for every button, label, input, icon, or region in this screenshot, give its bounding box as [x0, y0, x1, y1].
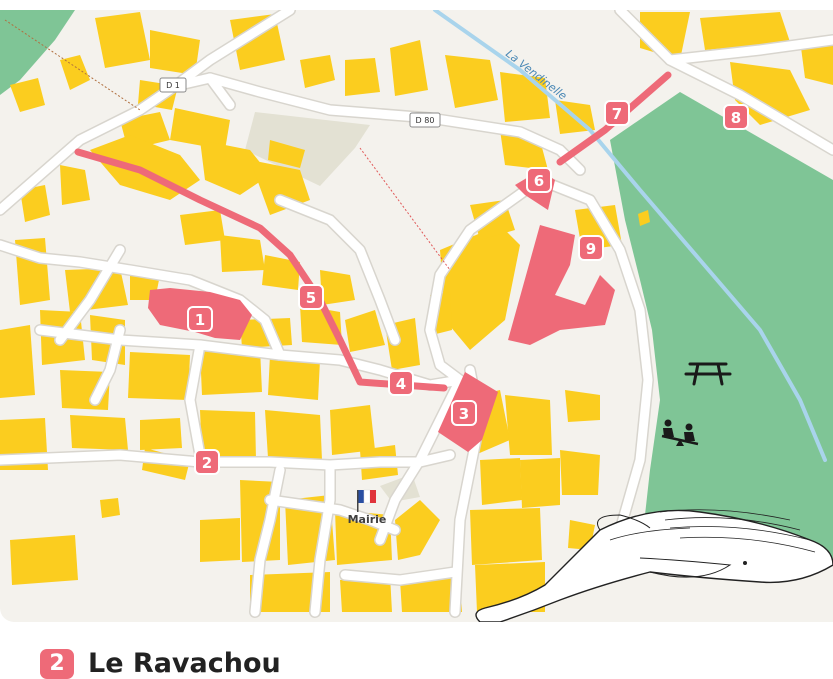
mairie-label: Mairie — [348, 513, 387, 526]
road-label-d1: D 1 — [159, 77, 187, 93]
park-east — [610, 92, 833, 560]
section-title: Le Ravachou — [88, 648, 281, 679]
svg-text:6: 6 — [534, 172, 544, 190]
svg-text:D 1: D 1 — [166, 81, 180, 90]
svg-text:2: 2 — [202, 454, 212, 472]
marker-1[interactable]: 1 — [187, 306, 213, 332]
road-network — [0, 10, 833, 618]
map-canvas[interactable]: D 1 D 80 La Vendinelle Mairie — [0, 10, 833, 622]
svg-text:1: 1 — [195, 311, 205, 329]
walking-route-west — [74, 148, 448, 392]
marker-4[interactable]: 4 — [388, 370, 414, 396]
svg-text:9: 9 — [586, 240, 596, 258]
svg-text:5: 5 — [306, 289, 316, 307]
marker-5[interactable]: 5 — [298, 284, 324, 310]
marker-6[interactable]: 6 — [526, 167, 552, 193]
map-frame[interactable]: D 1 D 80 La Vendinelle Mairie — [0, 10, 833, 622]
section-heading: 2 Le Ravachou — [40, 648, 281, 679]
playground-icon — [661, 419, 699, 446]
marker-7[interactable]: 7 — [604, 100, 630, 126]
square-north — [245, 112, 370, 186]
whale-illustration — [475, 509, 833, 622]
marker-9[interactable]: 9 — [578, 235, 604, 261]
svg-text:3: 3 — [459, 405, 469, 423]
buildings — [0, 12, 833, 612]
marker-2[interactable]: 2 — [194, 449, 220, 475]
svg-text:7: 7 — [612, 105, 622, 123]
svg-text:8: 8 — [731, 109, 741, 127]
walking-route-east — [556, 71, 672, 166]
marker-8[interactable]: 8 — [723, 104, 749, 130]
flag-icon — [357, 489, 376, 512]
picnic-table-icon — [684, 362, 732, 386]
boundary-line-center — [359, 147, 451, 271]
marker-3[interactable]: 3 — [451, 400, 477, 426]
boundary-line-northwest — [4, 19, 141, 111]
section-number-badge: 2 — [40, 648, 74, 679]
park-northwest — [0, 10, 75, 95]
svg-text:D 80: D 80 — [416, 116, 435, 125]
river — [433, 10, 827, 462]
svg-text:4: 4 — [396, 375, 406, 393]
road-label-d80: D 80 — [409, 112, 441, 128]
